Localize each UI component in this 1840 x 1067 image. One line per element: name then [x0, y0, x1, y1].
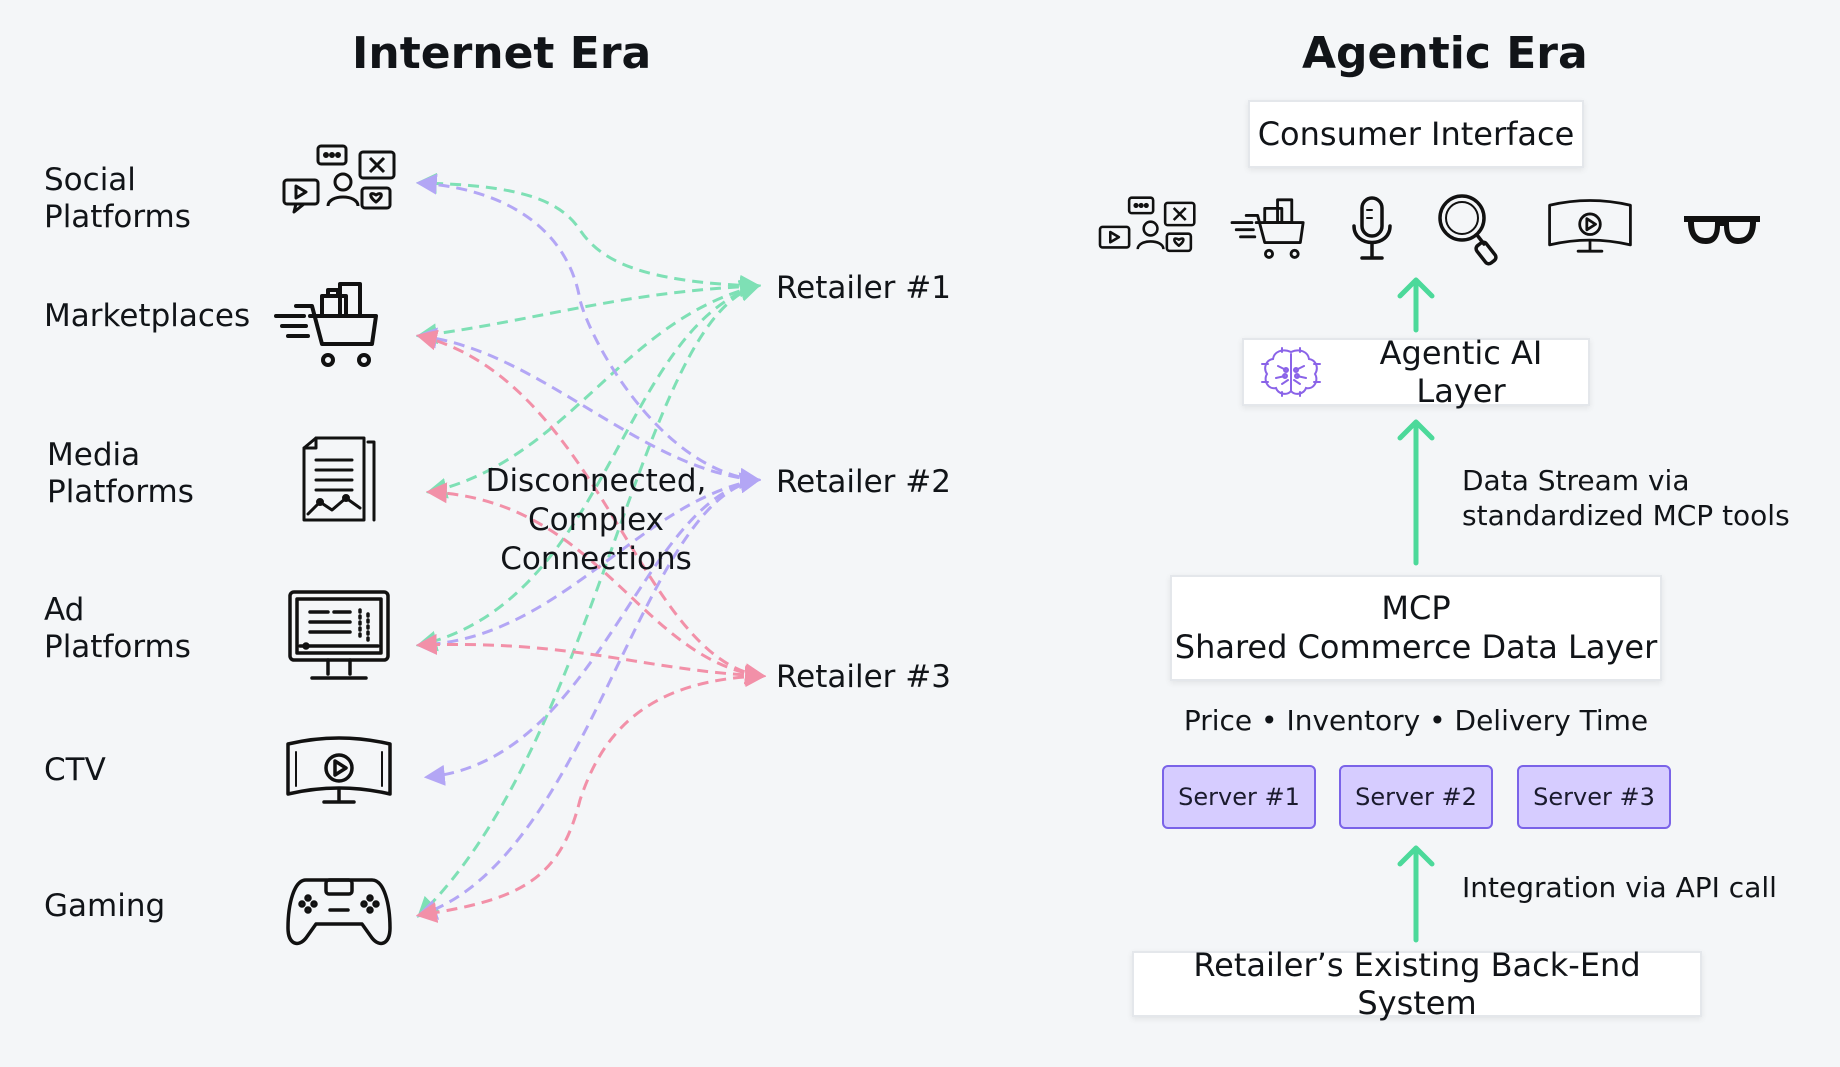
agentic-ai-layer-box: Agentic AI Layer: [1242, 334, 1590, 410]
shopping-cart-icon: [1230, 198, 1306, 260]
mcp-layer-box: MCP Shared Commerce Data Layer: [1170, 575, 1662, 681]
server-1-label: Server #1: [1178, 783, 1300, 811]
curved-tv-icon: [286, 736, 392, 810]
retailer-1-label: Retailer #1: [776, 270, 951, 306]
shopping-cart-icon: [274, 282, 380, 368]
server-2: Server #2: [1339, 765, 1493, 829]
consumer-interface-box: Consumer Interface: [1248, 100, 1584, 168]
server-3-label: Server #3: [1533, 783, 1655, 811]
retailer-3-label: Retailer #3: [776, 659, 951, 695]
server-2-label: Server #2: [1355, 783, 1477, 811]
channel-label-media: Media Platforms: [47, 437, 194, 510]
channel-label-gaming: Gaming: [44, 888, 166, 924]
mcp-title: MCP: [1381, 589, 1451, 627]
monitor-icon: [288, 590, 390, 682]
server-1: Server #1: [1162, 765, 1316, 829]
document-chart-icon: [302, 436, 376, 522]
glasses-icon: [1684, 212, 1760, 246]
channel-label-marketplaces: Marketplaces: [44, 298, 251, 334]
consumer-interface-label: Consumer Interface: [1257, 115, 1575, 153]
retailer-2-label: Retailer #2: [776, 464, 951, 500]
backend-system-box: Retailer’s Existing Back-End System: [1132, 946, 1702, 1022]
gamepad-icon: [286, 876, 392, 948]
server-3: Server #3: [1517, 765, 1671, 829]
arrow-to-servers: [1397, 845, 1435, 943]
arrow-to-agentic-layer: [1397, 419, 1435, 566]
backend-system-label: Retailer’s Existing Back-End System: [1193, 946, 1641, 1022]
line-r3-media: [425, 482, 767, 685]
arrow-to-consumer: [1397, 277, 1435, 333]
internet-era-title: Internet Era: [352, 28, 652, 79]
curved-tv-icon: [1548, 199, 1632, 258]
channel-label-ad: Ad Platforms: [44, 592, 191, 665]
social-media-icon: [1098, 196, 1198, 256]
disconnected-note: Disconnected, Complex Connections: [485, 463, 707, 577]
data-attributes: Price • Inventory • Delivery Time: [1183, 704, 1649, 737]
integration-note: Integration via API call: [1462, 871, 1777, 904]
data-stream-note: Data Stream via standardized MCP tools: [1462, 464, 1790, 532]
microphone-icon: [1350, 196, 1394, 262]
agentic-era-title: Agentic Era: [1302, 28, 1588, 79]
line-r3-gaming: [415, 666, 767, 923]
mcp-subtitle: Shared Commerce Data Layer: [1174, 628, 1658, 666]
channel-label-ctv: CTV: [44, 752, 106, 788]
search-icon: [1436, 192, 1498, 266]
channel-label-social: Social Platforms: [44, 162, 191, 235]
social-media-icon: [282, 144, 398, 214]
ai-brain-icon: [1260, 346, 1322, 398]
agentic-ai-layer-label: Agentic AI Layer: [1379, 334, 1543, 410]
